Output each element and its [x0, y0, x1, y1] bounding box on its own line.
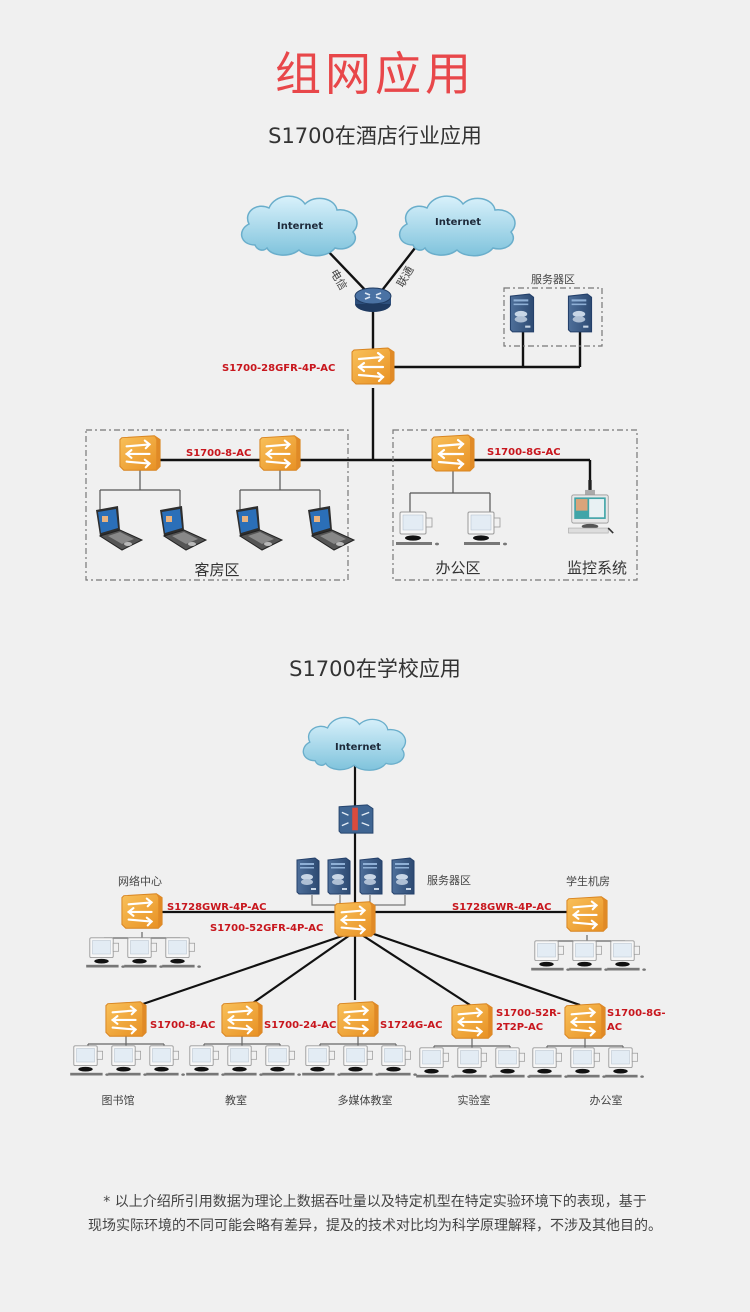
guest-zone-label: 客房区 — [194, 561, 239, 579]
server-icon — [567, 293, 593, 333]
access-switch-label: S1700-52R- — [496, 1008, 561, 1019]
desktop-pc-icon — [606, 940, 647, 972]
core-switch-label: S1700-28GFR-4P-AC — [222, 363, 335, 374]
firewall-icon — [338, 804, 374, 834]
right-uplink-switch-label: S1728GWR-4P-AC — [452, 902, 551, 913]
switch-icon — [258, 434, 302, 472]
access-switch-label: S1700-8G- — [607, 1008, 666, 1019]
office-zone-box — [392, 429, 638, 581]
access-switch-label: 2T2P-AC — [496, 1022, 543, 1033]
cloud-label: Internet — [435, 217, 481, 228]
server-zone-label: 服务器区 — [531, 273, 575, 286]
switch-icon — [104, 1000, 148, 1038]
desktop-pc-icon — [261, 1045, 302, 1077]
laptop-icon — [307, 506, 355, 551]
desktop-pc-icon — [530, 940, 571, 972]
switch-icon — [220, 1000, 264, 1038]
access-switch-label: S1700-24-AC — [264, 1020, 336, 1031]
office-zone-label: 办公区 — [435, 559, 480, 577]
isp-label-unicom: 联通 — [394, 264, 416, 290]
switch-icon — [350, 346, 396, 386]
room-label: 多媒体教室 — [338, 1093, 393, 1107]
footnote-line-1: * 以上介绍所引用数据为理论上数据吞吐量以及特定机型在特定实验环境下的表现，基于 — [103, 1194, 647, 1210]
desktop-pc-icon — [604, 1047, 645, 1079]
monitoring-pc-icon — [567, 480, 615, 534]
router-icon — [354, 287, 392, 313]
desktop-pc-icon — [463, 511, 508, 546]
desktop-pc-icon — [566, 1047, 607, 1079]
switch-icon — [120, 892, 164, 930]
hotel-network-diagram: Internet Internet 电信 联通 S1700-28GFR-4P-A… — [85, 195, 638, 581]
desktop-pc-icon — [123, 937, 164, 969]
cloud-label: Internet — [277, 221, 323, 232]
school-network-diagram: Internet 服务器区 S1700-52GFR-4P-AC 网络中心 S17… — [69, 716, 666, 1107]
desktop-pc-icon — [107, 1045, 148, 1077]
desktop-pc-icon — [145, 1045, 186, 1077]
desktop-pc-icon — [85, 937, 126, 969]
desktop-pc-icon — [185, 1045, 226, 1077]
hotel-access-links — [99, 470, 491, 512]
room-label: 实验室 — [458, 1093, 491, 1107]
guest-zone-box — [85, 429, 349, 581]
desktop-pc-icon — [339, 1045, 380, 1077]
desktop-pc-icon — [395, 511, 440, 546]
desktop-pc-icon — [453, 1047, 494, 1079]
footnote-line-2: 现场实际环境的不同可能会略有差异，提及的技术对比均为科学原理解释，不涉及其他目的… — [88, 1218, 662, 1234]
switch-icon — [118, 434, 162, 472]
server-zone-box — [503, 287, 603, 347]
student-lab-label: 学生机房 — [566, 874, 610, 888]
network-center-label: 网络中心 — [118, 874, 162, 888]
switch-icon — [430, 433, 476, 473]
desktop-pc-icon — [301, 1045, 342, 1077]
desktop-pc-icon — [69, 1045, 110, 1077]
laptop-icon — [159, 506, 207, 551]
laptop-icon — [95, 506, 143, 551]
desktop-pc-icon — [161, 937, 202, 969]
desktop-pc-icon — [377, 1045, 418, 1077]
page-title: 组网应用 — [275, 47, 475, 101]
desktop-pc-icon — [491, 1047, 532, 1079]
left-uplink-switch-label: S1728GWR-4P-AC — [167, 902, 266, 913]
server-icon — [359, 857, 383, 895]
desktop-pc-icon — [223, 1045, 264, 1077]
guest-switch-label: S1700-8-AC — [186, 448, 251, 459]
switch-icon — [563, 1002, 607, 1040]
cloud-label: Internet — [335, 742, 381, 753]
monitor-zone-label: 监控系统 — [567, 559, 627, 577]
desktop-pc-icon — [568, 940, 609, 972]
server-icon — [509, 293, 535, 333]
link-cloud2-router — [379, 247, 416, 294]
access-switch-label: AC — [607, 1022, 622, 1033]
access-switch-label: S1700-8-AC — [150, 1020, 215, 1031]
switch-icon — [565, 895, 609, 933]
switch-icon — [336, 1000, 380, 1038]
server-icon — [296, 857, 320, 895]
disclaimer-footnote: * 以上介绍所引用数据为理论上数据吞吐量以及特定机型在特定实验环境下的表现，基于… — [0, 1190, 750, 1238]
room-label: 图书馆 — [102, 1093, 135, 1107]
hotel-diagram-title: S1700在酒店行业应用 — [268, 124, 482, 148]
office-switch-label: S1700-8G-AC — [487, 447, 561, 458]
core-switch-label: S1700-52GFR-4P-AC — [210, 923, 323, 934]
room-label: 教室 — [225, 1093, 247, 1107]
access-switch-label: S1724G-AC — [380, 1020, 442, 1031]
switch-icon — [333, 900, 377, 938]
desktop-pc-icon — [415, 1047, 456, 1079]
laptop-icon — [235, 506, 283, 551]
switch-icon — [450, 1002, 494, 1040]
server-icon — [327, 857, 351, 895]
school-diagram-title: S1700在学校应用 — [289, 657, 461, 681]
desktop-pc-icon — [528, 1047, 569, 1079]
link-cloud1-router — [324, 247, 369, 294]
room-label: 办公室 — [590, 1093, 623, 1107]
server-zone-label: 服务器区 — [427, 874, 471, 887]
server-icon — [391, 857, 415, 895]
